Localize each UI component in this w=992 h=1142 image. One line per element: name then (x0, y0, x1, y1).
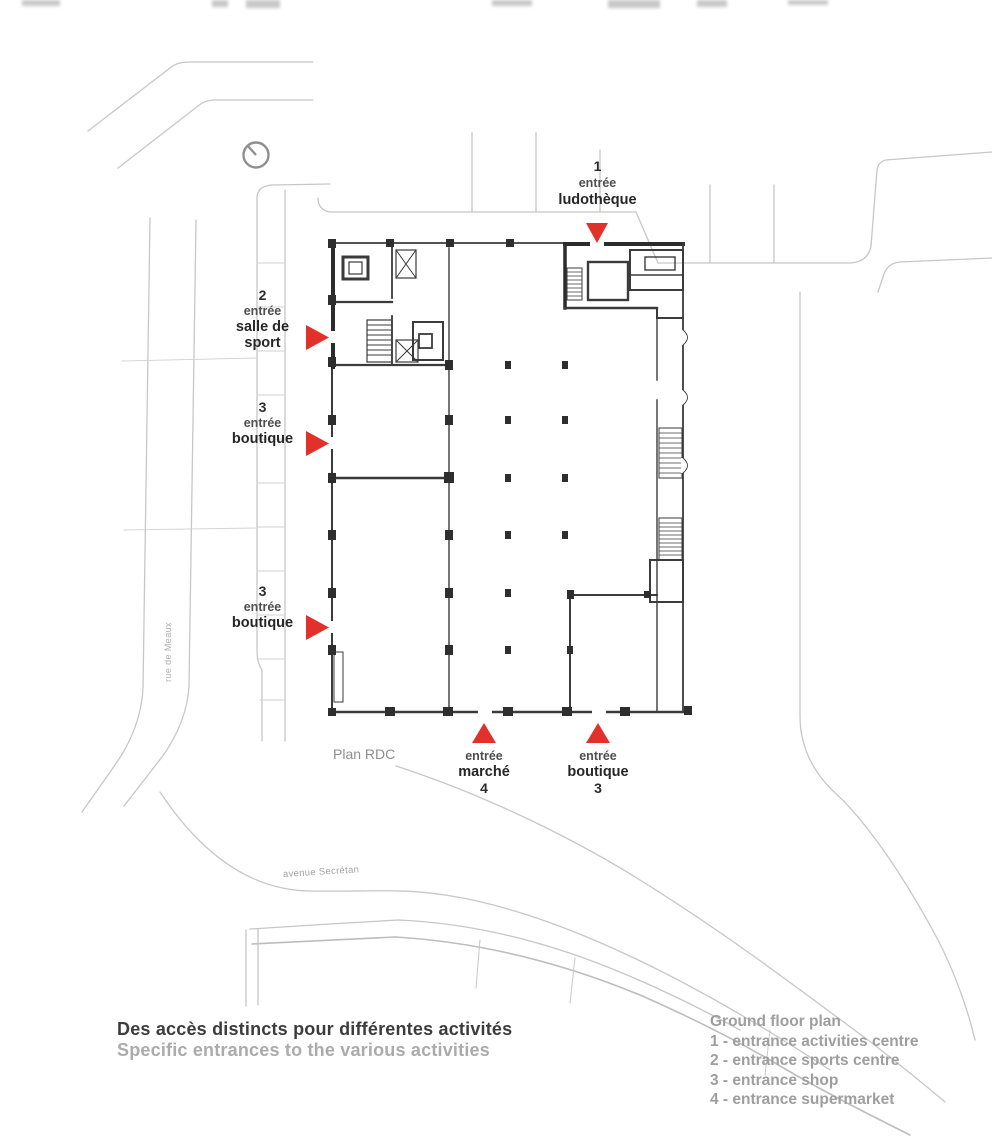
entrance-word: entrée (243, 304, 282, 318)
legend: Ground floor plan 1 - entrance activitie… (710, 1012, 919, 1110)
entrance-arrow-shop-bottom (586, 723, 610, 743)
entrance-label-ludotheque: 1 entrée ludothèque (540, 158, 655, 209)
entrance-name: boutique (231, 615, 294, 631)
caption-english: Specific entrances to the various activi… (117, 1040, 490, 1060)
entrance-arrow-shop-upper (306, 431, 329, 456)
legend-item: 1 - entrance activities centre (710, 1032, 919, 1050)
legend-title: Ground floor plan (710, 1013, 841, 1030)
entrance-arrows (306, 223, 610, 743)
caption-french: Des accès distincts pour différentes act… (117, 1019, 513, 1039)
entrance-number: 4 (480, 780, 488, 796)
entrance-word: entrée (243, 600, 282, 614)
entrance-arrow-sports (306, 325, 329, 350)
entrance-name: salle de (235, 319, 290, 335)
entrance-word: entrée (579, 749, 617, 763)
entrance-arrow-shop-lower (306, 615, 329, 640)
structural-columns (328, 239, 692, 716)
entrance-label-sports: 2 entrée salle de sport (205, 287, 320, 351)
entrance-arrow-ludotheque (586, 223, 608, 243)
entrance-number: 2 (258, 287, 267, 303)
entrance-name: sport (244, 335, 281, 351)
entrance-name: boutique (567, 764, 629, 780)
entrance-number: 3 (594, 780, 602, 796)
plan-title: Plan RDC (333, 746, 396, 762)
entrance-number: 3 (258, 583, 267, 599)
entrance-label-shop-bottom: entrée boutique 3 (542, 748, 654, 796)
legend-item: 4 - entrance supermarket (710, 1091, 895, 1108)
legend-item: 3 - entrance shop (710, 1071, 839, 1089)
building-plan (328, 239, 692, 716)
entrance-name: ludothèque (558, 192, 637, 208)
entrance-word: entrée (465, 749, 503, 763)
entrance-word: entrée (243, 416, 282, 430)
entrance-arrow-market (472, 723, 496, 743)
street-name-rue-de-meaux: rue de Meaux (163, 622, 173, 682)
entrance-number: 1 (593, 158, 602, 174)
legend-item: 2 - entrance sports centre (710, 1052, 900, 1069)
entrance-label-shop-upper: 3 entrée boutique (205, 399, 320, 447)
entrance-label-market: entrée marché 4 (428, 748, 540, 796)
entrance-name: boutique (231, 431, 294, 447)
entrance-word: entrée (578, 176, 617, 190)
north-indicator-icon (242, 141, 270, 169)
entrance-label-shop-lower: 3 entrée boutique (205, 583, 320, 631)
top-edge-artifacts (22, 0, 828, 8)
streets-layer (81, 61, 992, 1136)
entrance-number: 3 (258, 399, 267, 415)
entrance-name: marché (458, 764, 510, 780)
